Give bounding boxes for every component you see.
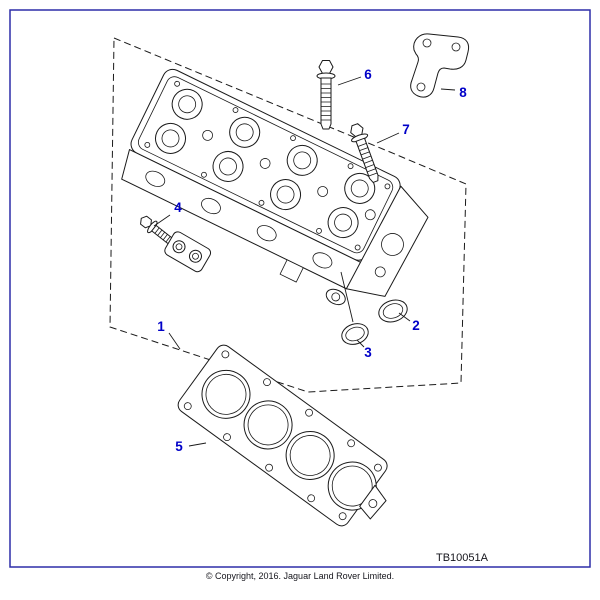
- head-gasket-drawing: [177, 344, 388, 527]
- bolt-4-drawing: [140, 215, 173, 244]
- callout-6[interactable]: 6: [364, 67, 372, 82]
- callout-7[interactable]: 7: [402, 122, 410, 137]
- callout-8[interactable]: 8: [459, 85, 467, 100]
- bolt-7-drawing: [350, 123, 379, 183]
- bolt-6-drawing: [316, 60, 336, 130]
- callout-2[interactable]: 2: [412, 318, 420, 333]
- seal-3-drawing: [341, 323, 369, 345]
- assembly-boundary-dashed-box: [109, 37, 467, 393]
- cylinder-head-drawing: [121, 68, 429, 306]
- leader-line-7: [376, 132, 400, 144]
- leader-line-8: [440, 88, 456, 91]
- bracket-8-drawing: [410, 33, 470, 98]
- callout-4[interactable]: 4: [174, 200, 182, 215]
- callout-1[interactable]: 1: [157, 319, 165, 334]
- leader-line-4: [153, 214, 171, 227]
- callout-5[interactable]: 5: [175, 439, 183, 454]
- callout-3[interactable]: 3: [364, 345, 372, 360]
- leader-line-3: [356, 339, 365, 348]
- page-border: [9, 9, 591, 568]
- part-code: TB10051A: [436, 552, 489, 564]
- leader-line-1: [168, 332, 181, 350]
- leader-line-2: [398, 312, 411, 322]
- leader-line-head-to-seal: [340, 271, 354, 323]
- cap-bracket-4-drawing: [164, 231, 212, 273]
- seal-2-drawing: [378, 299, 408, 323]
- leader-line-5: [188, 442, 207, 447]
- copyright-text: © Copyright, 2016. Jaguar Land Rover Lim…: [206, 571, 394, 581]
- leader-line-6: [337, 76, 362, 86]
